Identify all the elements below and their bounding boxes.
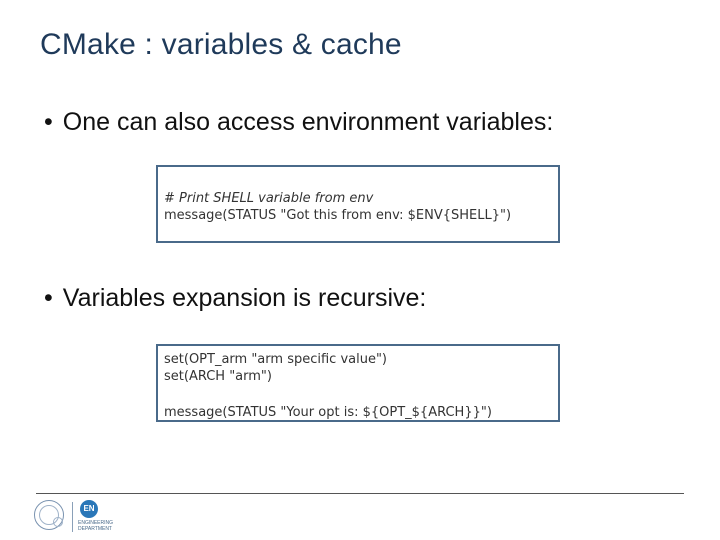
bullet-text: One can also access environment variable… bbox=[62, 108, 554, 136]
code-blank-line bbox=[164, 385, 552, 404]
code-comment: # Print SHELL variable from env bbox=[164, 191, 374, 206]
logo-separator bbox=[72, 502, 73, 532]
bullet-env-variables: • One can also access environment variabl… bbox=[44, 108, 553, 137]
code-line: message(STATUS "Your opt is: ${OPT_${ARC… bbox=[164, 405, 492, 420]
code-block-recursive: set(OPT_arm "arm specific value") set(ARC… bbox=[156, 344, 560, 422]
code-line: set(OPT_arm "arm specific value") bbox=[164, 352, 387, 367]
footer-divider bbox=[36, 493, 684, 494]
en-logo-icon: EN bbox=[80, 500, 98, 518]
bullet-recursive-expansion: • Variables expansion is recursive: bbox=[44, 284, 426, 313]
code-line: set(ARCH "arm") bbox=[164, 369, 272, 384]
bullet-text: Variables expansion is recursive: bbox=[62, 284, 427, 312]
en-logo-subtitle: ENGINEERING DEPARTMENT bbox=[78, 520, 114, 532]
code-block-env: # Print SHELL variable from env message(S… bbox=[156, 165, 560, 243]
code-line: message(STATUS "Got this from env: $ENV{… bbox=[164, 208, 512, 223]
slide-title: CMake : variables & cache bbox=[40, 28, 402, 61]
bullet-marker: • bbox=[44, 284, 53, 312]
bullet-marker: • bbox=[44, 108, 53, 136]
cern-logo-icon bbox=[34, 500, 64, 530]
